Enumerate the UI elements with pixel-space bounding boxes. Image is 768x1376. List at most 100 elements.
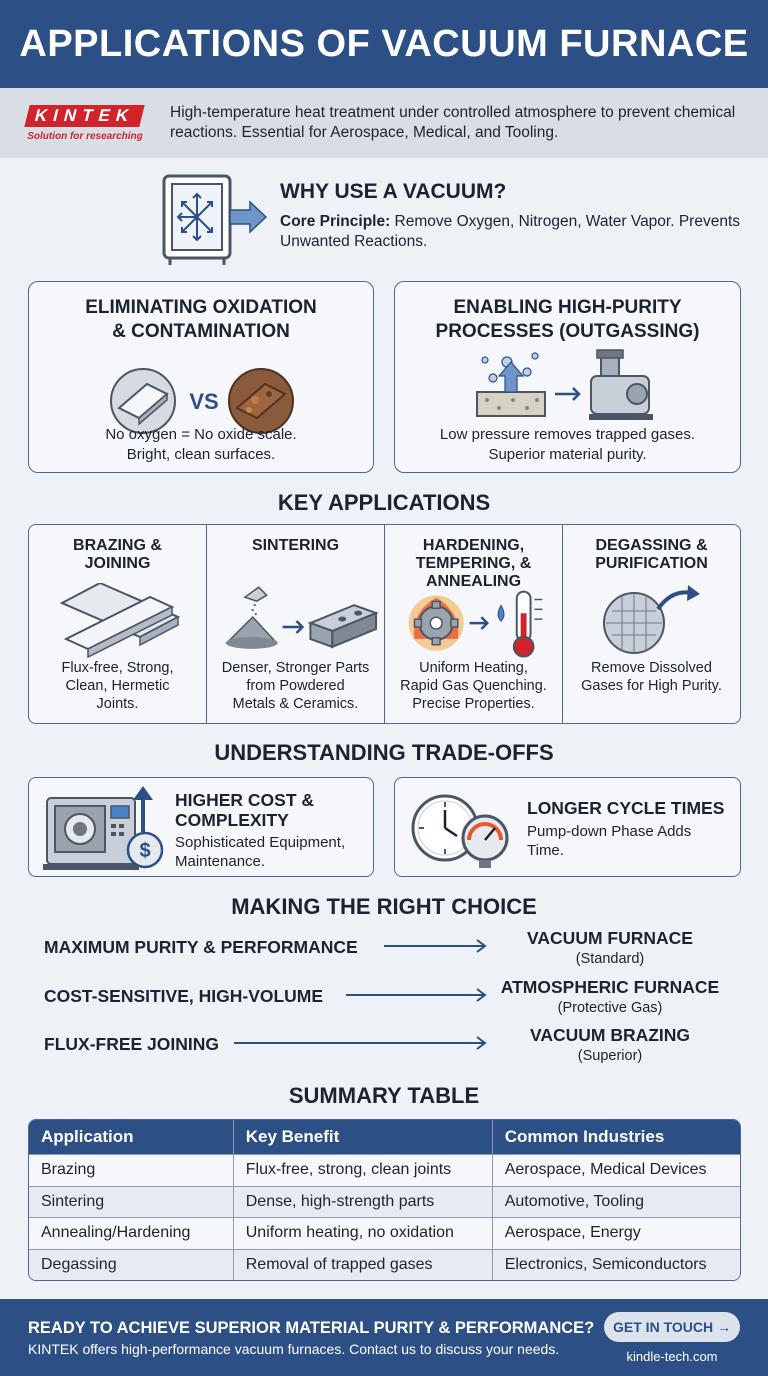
app-hardening-title: HARDENING,TEMPERING, &ANNEALING [385, 537, 562, 591]
table-cell: Degassing [29, 1248, 233, 1280]
choice-row-joining: FLUX-FREE JOINING VACUUM BRAZING(Superio… [0, 1025, 768, 1075]
core-principle-text: Remove Oxygen, Nitrogen, Water Vapor. Pr… [280, 213, 741, 250]
table-header-application: Application [29, 1120, 233, 1154]
table-cell: Aerospace, Medical Devices [491, 1154, 740, 1186]
oxidation-title-line-2: & CONTAMINATION [112, 321, 290, 342]
tradeoffs-heading: UNDERSTANDING TRADE-OFFS [214, 740, 554, 765]
app-degassing-title: DEGASSING &PURIFICATION [563, 537, 740, 573]
table-cell: Uniform heating, no oxidation [232, 1217, 492, 1249]
summary-table-heading: SUMMARY TABLE [288, 1083, 480, 1108]
vacuum-chamber-icon [162, 174, 268, 265]
app-degassing-title-line-2: PURIFICATION [595, 555, 708, 572]
choice-row-cost: COST-SENSITIVE, HIGH-VOLUME ATMOSPHERIC … [0, 977, 768, 1027]
heat-quench-icon [408, 590, 543, 658]
choice-answer-purity-title: VACUUM FURNACE [527, 928, 693, 948]
table-cell: Sintering [29, 1185, 233, 1217]
outgassing-pump-icon [476, 349, 653, 420]
get-in-touch-button[interactable]: GET IN TOUCH → [604, 1312, 740, 1342]
table-cell: Electronics, Semiconductors [491, 1248, 740, 1280]
arrow-right-icon [346, 988, 487, 1002]
app-brazing-caption-line-1: Flux-free, Strong, [61, 660, 174, 676]
choice-answer-joining-title: VACUUM BRAZING [529, 1025, 691, 1045]
app-sintering-caption-line-2: from Powdered [246, 678, 345, 694]
choice-answer-joining: VACUUM BRAZING(Superior) [490, 1025, 730, 1064]
brazed-joint-icon [59, 583, 181, 659]
footer-banner: READY TO ACHIEVE SUPERIOR MATERIAL PURIT… [0, 1299, 768, 1376]
table-row: Degassing Removal of trapped gases Elect… [29, 1248, 740, 1280]
app-hardening-caption-line-3: Precise Properties. [412, 696, 535, 712]
clean-vs-rusted-metal-icon: VS [110, 368, 294, 434]
choice-answer-purity-note: (Standard) [575, 951, 645, 967]
outgassing-title-line-2: PROCESSES (OUTGASSING) [435, 321, 700, 342]
oxidation-caption-line-1: No oxygen = No oxide scale. [105, 426, 297, 443]
outgassing-caption-line-1: Low pressure removes trapped gases. [439, 426, 696, 443]
cost-title: HIGHER COST &COMPLEXITY [175, 790, 314, 830]
choice-need-purity: MAXIMUM PURITY & PERFORMANCE [44, 937, 358, 957]
powder-to-part-icon [225, 586, 379, 649]
vs-label: VS [189, 389, 218, 414]
website-link[interactable]: kindle-tech.com [626, 1349, 718, 1364]
cycle-time-title: LONGER CYCLE TIMES [527, 798, 725, 818]
oxidation-title-line-1: ELIMINATING OXIDATION [85, 297, 317, 318]
app-degassing-caption-line-1: Remove Dissolved [591, 660, 712, 676]
app-brazing-title-line-1: BRAZING & [73, 537, 162, 554]
app-degassing-title-line-1: DEGASSING & [595, 537, 708, 554]
cost-text-line-1: Sophisticated Equipment, [175, 834, 346, 851]
app-brazing-title-line-2: JOINING [84, 555, 151, 572]
cost-title-line-2: COMPLEXITY [175, 810, 289, 830]
outgassing-caption-line-2: Superior material purity. [488, 446, 647, 463]
app-sintering: SINTERING Denser, Stronger Parts from Pow… [207, 525, 385, 723]
purified-material-icon [603, 585, 700, 654]
why-heading: WHY USE A VACUUM? [280, 180, 507, 203]
app-hardening-title-line-2: TEMPERING, & [415, 555, 532, 572]
key-applications-grid: BRAZING &JOINING Flux-free, Strong,Clean… [28, 524, 741, 724]
app-hardening-title-line-1: HARDENING, [422, 537, 525, 554]
app-brazing-title: BRAZING &JOINING [29, 537, 206, 573]
cycle-time-text-line-1: Pump-down Phase Adds [527, 823, 692, 840]
why-vacuum-section: WHY USE A VACUUM? Core Principle: Remove… [160, 172, 750, 268]
footer-headline: READY TO ACHIEVE SUPERIOR MATERIAL PURIT… [28, 1319, 595, 1337]
app-degassing-caption-line-2: Gases for High Purity. [581, 678, 722, 694]
kintek-logo[interactable]: KINTEK Solution for researching [0, 104, 170, 142]
app-hardening-caption: Uniform Heating,Rapid Gas Quenching.Prec… [389, 659, 558, 713]
table-cell: Removal of trapped gases [232, 1248, 492, 1280]
table-row: Brazing Flux-free, strong, clean joints … [29, 1154, 740, 1186]
tradeoff-cost-card: $ HIGHER COST &COMPLEXITY Sophisticated … [28, 777, 374, 877]
outgassing-caption: Low pressure removes trapped gases. Supe… [395, 425, 740, 465]
footer-text: KINTEK offers high-performance vacuum fu… [28, 1341, 560, 1357]
table-header-common-industries: Common Industries [491, 1120, 740, 1154]
table-cell: Dense, high-strength parts [232, 1185, 492, 1217]
cost-text-line-2: Maintenance. [175, 853, 266, 870]
choice-answer-purity: VACUUM FURNACE (Standard) [490, 928, 730, 967]
table-header-key-benefit: Key Benefit [232, 1120, 492, 1154]
choice-answer-cost-title: ATMOSPHERIC FURNACE [500, 977, 720, 997]
cost-text: Sophisticated Equipment, Maintenance. [175, 833, 345, 871]
table-cell: Automotive, Tooling [491, 1185, 740, 1217]
app-brazing: BRAZING &JOINING Flux-free, Strong,Clean… [29, 525, 207, 723]
app-degassing: DEGASSING &PURIFICATION Remove Dissolved… [563, 525, 740, 723]
page-title: APPLICATIONS OF VACUUM FURNACE [19, 22, 749, 65]
right-choice-heading: MAKING THE RIGHT CHOICE [231, 894, 537, 919]
clock-gauge-icon [411, 794, 509, 868]
cycle-time-text-line-2: Time. [527, 842, 564, 859]
table-row: Annealing/Hardening Uniform heating, no … [29, 1217, 740, 1249]
summary-table: Application Key Benefit Common Industrie… [28, 1119, 741, 1281]
arrow-right-icon [384, 939, 487, 953]
app-sintering-caption-line-1: Denser, Stronger Parts [221, 660, 370, 676]
cost-title-line-1: HIGHER COST & [175, 790, 315, 810]
app-hardening-title-line-3: ANNEALING [425, 573, 522, 590]
app-brazing-caption-line-3: Joints. [96, 696, 139, 712]
choice-answer-cost: ATMOSPHERIC FURNACE(Protective Gas) [490, 977, 730, 1016]
oxidation-card: ELIMINATING OXIDATION& CONTAMINATION VS … [28, 281, 374, 473]
table-cell: Flux-free, strong, clean joints [232, 1154, 492, 1186]
cost-machine-icon: $ [43, 786, 164, 870]
app-sintering-title: SINTERING [251, 537, 340, 554]
arrow-right-icon [234, 1036, 487, 1050]
table-cell: Aerospace, Energy [491, 1217, 740, 1249]
